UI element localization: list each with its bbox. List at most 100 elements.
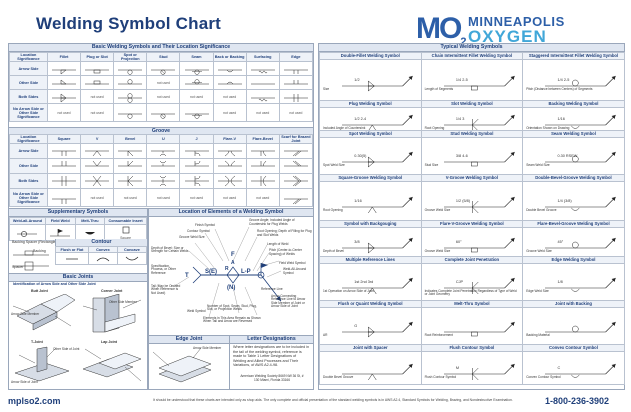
not-used-cell: not used	[46, 103, 82, 122]
typical-dimension: 1/8	[557, 280, 563, 284]
groove-symbol-cell	[80, 143, 115, 159]
basic-symbol-cell	[245, 61, 280, 76]
not-used-cell: not used	[146, 89, 181, 104]
groove-symbol-cell	[278, 188, 314, 207]
typical-callout: 1st Operation on Arrow Side of Joint	[323, 289, 375, 293]
not-used-cell: not used	[212, 89, 247, 104]
typical-dimension: 1/4 2-5	[557, 78, 570, 82]
basic-col-header: Surfacing	[245, 52, 280, 62]
groove-col-header: J	[179, 134, 214, 144]
groove-symbol-cell	[113, 158, 148, 174]
footer-note: It should be understood that these chart…	[153, 398, 513, 402]
basic-col-header: Back or Backing	[212, 52, 247, 62]
typical-callout: AR	[323, 333, 328, 337]
typical-symbol-drawing	[443, 277, 515, 295]
typical-section-title: Seam Welding Symbol	[523, 131, 624, 138]
typical-section-title: Flush Contour Symbol	[421, 345, 523, 352]
groove-symbol-cell	[80, 158, 115, 174]
typical-dimension: 1st 2nd 3rd	[354, 280, 374, 284]
groove-row-label: Both Sides	[9, 173, 48, 189]
basic-col-header: Fillet	[46, 52, 82, 62]
typical-symbol-drawing	[545, 114, 616, 129]
typical-dimension: 0.30(5)	[354, 154, 367, 158]
groove-symbol-cell	[245, 173, 280, 189]
convex-contour-symbol	[87, 252, 118, 265]
groove-symbol-cell	[179, 173, 214, 189]
basic-symbols-panel: Basic Welding Symbols and Their Location…	[8, 43, 314, 209]
backing-label: Backing	[33, 249, 46, 253]
basic-symbol-cell	[113, 89, 148, 104]
groove-col-header: Bevel	[113, 134, 148, 144]
basic-symbol-cell	[179, 103, 214, 122]
groove-symbol-cell	[46, 188, 82, 207]
supp-col: Consumable Insert	[104, 217, 147, 225]
groove-col-header: Scarf for Brazed Joint	[278, 134, 314, 144]
typical-section: Staggered Intermittent Fillet Welding Sy…	[522, 52, 625, 101]
footer-phone[interactable]: 1-800-236-3902	[545, 396, 610, 406]
typical-section-title: Staggered Intermittent Fillet Welding Sy…	[523, 53, 624, 60]
location-elements-panel: Location of Elements of a Welding Symbol	[148, 208, 314, 336]
typical-section-title: Double-Bevel-Groove Welding Symbol	[523, 175, 624, 182]
typical-callout: Groove Weld Size	[526, 249, 552, 253]
other-side-member-label: Other Side Member	[109, 300, 137, 304]
basic-symbol-cell	[46, 61, 82, 76]
supp-col: Weld-all-Around	[9, 217, 46, 225]
loc-label-weld-all-around: Weld-All-Around Symbol	[283, 267, 307, 275]
butt-joint-diagram	[12, 294, 76, 331]
letter-s-e: S(E)	[205, 269, 217, 275]
letter-a: A	[231, 260, 235, 266]
basic-row-label: No Arrow Side or Other Side Significance	[9, 103, 48, 122]
typical-symbols-panel: Typical Welding Symbols Double-Fillet We…	[318, 43, 625, 390]
typical-callout: Indicates Complete Joint Penetration Reg…	[424, 289, 517, 297]
typical-dimension: 3/8 4-6	[455, 154, 468, 158]
typical-section-title: Joint with Backing	[523, 301, 624, 308]
typical-symbol-drawing	[342, 114, 413, 132]
typical-symbol-drawing	[443, 75, 515, 91]
letter-designations-panel: Letter Designations Where letter designa…	[229, 335, 314, 390]
typical-symbol-drawing	[545, 75, 616, 87]
edge-joint-header: Edge Joint	[149, 336, 229, 344]
typical-symbol-drawing	[545, 363, 616, 378]
typical-symbol-drawing	[443, 196, 515, 214]
typical-callout: Double Bevel Groove	[526, 208, 557, 212]
typical-symbol-drawing	[342, 151, 413, 168]
typical-callout: Edge Weld Size	[526, 289, 549, 293]
typical-symbol-drawing	[545, 321, 616, 333]
typical-callout: Root Opening	[323, 208, 343, 212]
typical-section-title: Plug Welding Symbol	[320, 101, 421, 108]
supp-col: Melt-Thru	[74, 217, 106, 225]
footer-url[interactable]: mplso2.com	[8, 396, 61, 406]
groove-symbol-cell	[80, 173, 115, 189]
groove-col-header: Flare-V	[212, 134, 247, 144]
typical-symbol-drawing	[342, 237, 413, 254]
groove-symbol-cell	[113, 173, 148, 189]
typical-symbol-drawing	[342, 277, 413, 295]
typical-section-title: Multiple Reference Lines	[320, 257, 421, 264]
arrow-side-of-joint-label: Arrow Side of Joint	[11, 380, 38, 384]
typical-section-title: Edge Welding Symbol	[523, 257, 624, 264]
spacer-label: Spacer	[12, 265, 24, 269]
typical-callout: Pitch (Distance between Centers) of Segm…	[526, 87, 593, 91]
basic-joints-subheader: Identification of Arrow Side and Other S…	[13, 282, 96, 286]
typical-symbol-drawing	[545, 196, 616, 211]
groove-row-label: Arrow Side	[9, 143, 48, 159]
basic-symbols-header: Basic Welding Symbols and Their Location…	[9, 44, 313, 52]
supplementary-header: Supplementary Symbols	[9, 209, 147, 217]
weld-all-around-symbol	[9, 224, 46, 241]
letter-l-p: L-P	[241, 269, 251, 275]
basic-symbol-cell	[113, 61, 148, 76]
typical-dimension: 1/4 2-5	[455, 78, 468, 82]
typical-symbol-drawing	[443, 114, 515, 132]
typical-callout: Depth of Bevel	[323, 249, 344, 253]
typical-section-title: Flush or Quaint Welding Symbol	[320, 301, 421, 308]
basic-joints-header: Basic Joints	[9, 274, 147, 282]
typical-callout: Root Opening	[424, 126, 445, 130]
typical-symbols-header: Typical Welding Symbols	[319, 44, 624, 52]
